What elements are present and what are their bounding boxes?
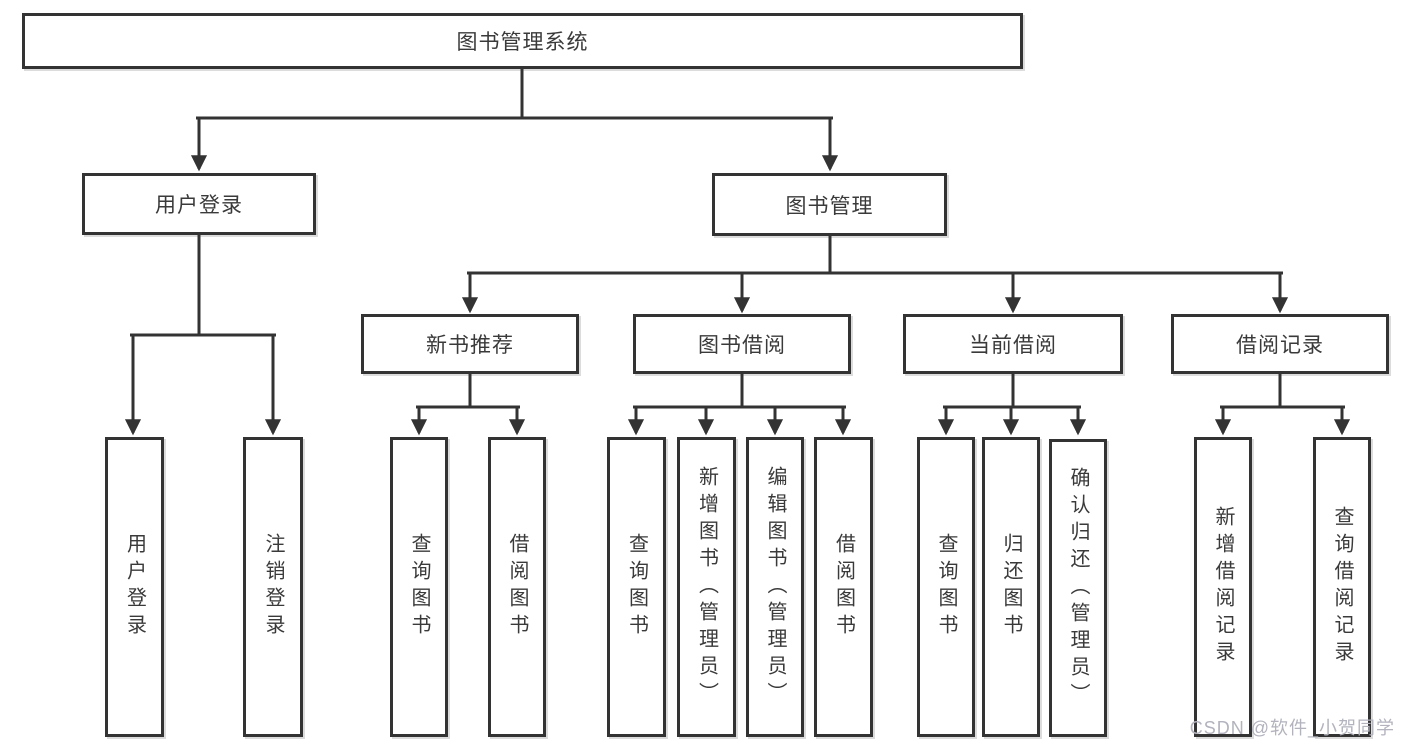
connector-records-trunk xyxy=(1220,372,1345,409)
leaf-label: 确认归还（管理员） xyxy=(1067,466,1089,710)
node-library-management-system: 图书管理系统 xyxy=(22,13,1023,69)
leaf-label: 查询图书 xyxy=(625,533,648,641)
node-current-borrowing: 当前借阅 xyxy=(903,314,1123,374)
leaf-label: 借阅图书 xyxy=(506,533,528,641)
leaf-label: 查询图书 xyxy=(935,533,957,641)
leaf-label: 新增图书（管理员） xyxy=(695,465,718,709)
leaf-label: 借阅图书 xyxy=(832,533,855,641)
leaf-current-return-books: 归还图书 xyxy=(982,437,1040,737)
leaf-records-add-record: 新增借阅记录 xyxy=(1194,437,1252,737)
node-user-login: 用户登录 xyxy=(82,173,316,235)
leaf-current-confirm-return-admin: 确认归还（管理员） xyxy=(1049,439,1107,737)
connector-borrow-trunk xyxy=(633,372,846,409)
leaf-login-user-login: 用户登录 xyxy=(105,437,164,737)
leaf-label: 注销登录 xyxy=(262,533,284,641)
connector-recommend-trunk xyxy=(416,372,520,409)
node-borrowing-records: 借阅记录 xyxy=(1171,314,1389,374)
leaf-borrow-query-books: 查询图书 xyxy=(607,437,666,737)
leaf-label: 归还图书 xyxy=(1000,533,1022,641)
connector-management-trunk xyxy=(467,234,1283,275)
leaf-borrow-edit-books-admin: 编辑图书（管理员） xyxy=(746,437,804,737)
node-new-book-recommendation: 新书推荐 xyxy=(361,314,579,374)
node-book-management: 图书管理 xyxy=(712,173,947,236)
connector-root-trunk xyxy=(196,67,833,120)
leaf-current-query-books: 查询图书 xyxy=(917,437,975,737)
leaf-label: 查询借阅记录 xyxy=(1331,506,1353,668)
leaf-recommend-borrow-books: 借阅图书 xyxy=(488,437,546,737)
connector-login-trunk xyxy=(130,233,276,337)
watermark: CSDN @软件_小贺同学 xyxy=(1189,718,1395,738)
leaf-borrow-borrow-books: 借阅图书 xyxy=(814,437,873,737)
connector-current-trunk xyxy=(943,372,1081,409)
leaf-login-logout: 注销登录 xyxy=(243,437,303,737)
leaf-label: 用户登录 xyxy=(123,533,146,641)
leaf-borrow-add-books-admin: 新增图书（管理员） xyxy=(677,437,736,737)
leaf-records-query-record: 查询借阅记录 xyxy=(1313,437,1371,737)
leaf-recommend-query-books: 查询图书 xyxy=(390,437,448,737)
leaf-label: 编辑图书（管理员） xyxy=(764,465,786,709)
leaf-label: 查询图书 xyxy=(408,533,430,641)
node-book-borrowing: 图书借阅 xyxy=(633,314,851,374)
leaf-label: 新增借阅记录 xyxy=(1212,506,1234,668)
